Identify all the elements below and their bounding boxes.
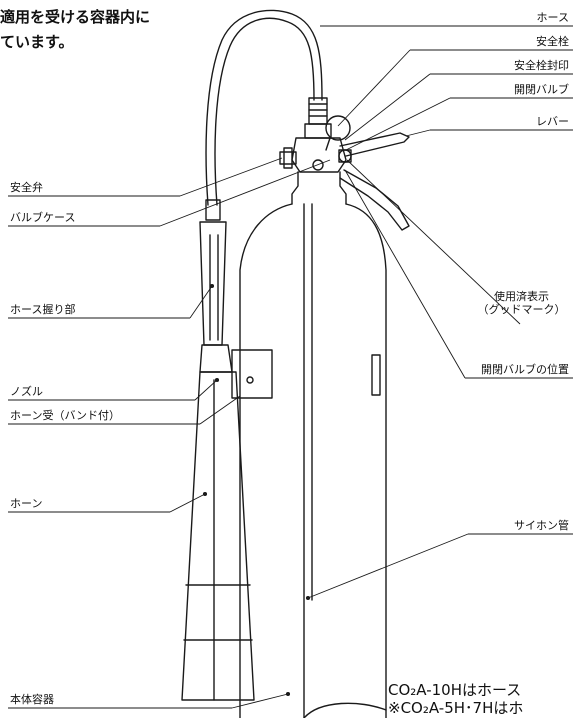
label-lever: レバー	[536, 115, 569, 128]
label-horn: ホーン	[10, 497, 43, 510]
cylinder	[239, 171, 387, 718]
label-safety-valve: 安全弁	[10, 181, 43, 194]
base-curve	[303, 702, 387, 718]
safety-plug	[325, 115, 351, 151]
label-hose-grip: ホース握り部	[10, 303, 76, 316]
horn	[181, 371, 255, 701]
label-horn-holder: ホーン受（バンド付）	[10, 409, 120, 422]
bottom-note-line1: CO₂A-10Hはホース	[388, 681, 522, 699]
label-safety-plug: 安全栓	[536, 35, 569, 48]
label-used-indicator: 使用済表示 （グッドマーク）	[470, 290, 573, 316]
hose-grip	[199, 199, 233, 373]
label-open-close-valve: 開閉バルブ	[514, 83, 569, 96]
band	[231, 349, 381, 399]
label-safety-plug-seal: 安全栓封印	[514, 59, 569, 72]
intro-text-line2: ています。	[0, 33, 74, 51]
label-valve-case: バルブケース	[10, 211, 76, 224]
label-siphon-tube: サイホン管	[514, 519, 569, 532]
label-body-container: 本体容器	[10, 693, 54, 706]
hose	[205, 9, 323, 206]
label-used-indicator-line1: 使用済表示	[494, 290, 549, 303]
valve-body	[279, 137, 352, 173]
label-used-indicator-line2: （グッドマーク）	[477, 303, 566, 316]
label-hose: ホース	[536, 11, 569, 24]
bottom-note-line2: ※CO₂A-5H･7Hはホ	[388, 699, 524, 717]
label-nozzle: ノズル	[10, 385, 43, 398]
leader-lines	[8, 25, 573, 709]
label-valve-position: 開閉バルブの位置	[481, 363, 569, 376]
intro-text-line1: 適用を受ける容器内に	[0, 8, 151, 26]
